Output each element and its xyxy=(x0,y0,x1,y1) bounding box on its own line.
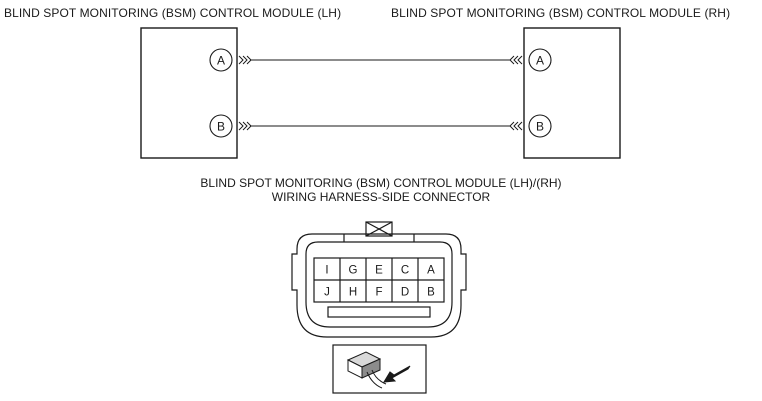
terminal-a-lh-circle xyxy=(209,48,233,72)
terminal-b-lh-circle xyxy=(209,114,233,138)
connector-latch xyxy=(365,221,393,237)
connector-symbol-lh-b xyxy=(238,121,252,131)
terminal-b-rh-circle xyxy=(528,114,552,138)
connector-caption-line2: WIRING HARNESS-SIDE CONNECTOR xyxy=(271,190,491,204)
module-rh-box xyxy=(523,27,621,159)
terminal-b-rh-label: B xyxy=(536,120,544,134)
connector-caption-line1: BLIND SPOT MONITORING (BSM) CONTROL MODU… xyxy=(200,176,562,190)
harness-connector xyxy=(291,221,467,338)
pin-label: G xyxy=(349,265,358,277)
pin-label: C xyxy=(401,265,409,277)
connector-latch-sides xyxy=(343,234,415,242)
connector-symbol-rh-a xyxy=(509,55,523,65)
pin-label: F xyxy=(375,287,382,299)
pin-label: B xyxy=(427,287,435,299)
terminal-b-lh-label: B xyxy=(217,120,225,134)
pin-label: E xyxy=(375,265,383,277)
connector-symbol-rh-b xyxy=(509,121,523,131)
terminal-a-rh-label: A xyxy=(536,54,544,68)
pin-label: J xyxy=(324,287,330,299)
pin-label: H xyxy=(349,287,357,299)
module-lh-box xyxy=(140,27,238,159)
pin-label: A xyxy=(427,265,435,277)
view-direction-icon xyxy=(332,344,427,394)
connector-retainer xyxy=(327,306,431,318)
connector-outer-shell xyxy=(291,233,467,338)
terminal-a-lh-label: A xyxy=(217,54,225,68)
module-rh-title: BLIND SPOT MONITORING (BSM) CONTROL MODU… xyxy=(391,6,731,20)
module-lh-title: BLIND SPOT MONITORING (BSM) CONTROL MODU… xyxy=(4,6,342,20)
connector-symbol-lh-a xyxy=(238,55,252,65)
pin-label: D xyxy=(401,287,409,299)
pin-label: I xyxy=(325,265,328,277)
connector-inner-shell xyxy=(305,241,453,328)
terminal-a-rh-circle xyxy=(528,48,552,72)
